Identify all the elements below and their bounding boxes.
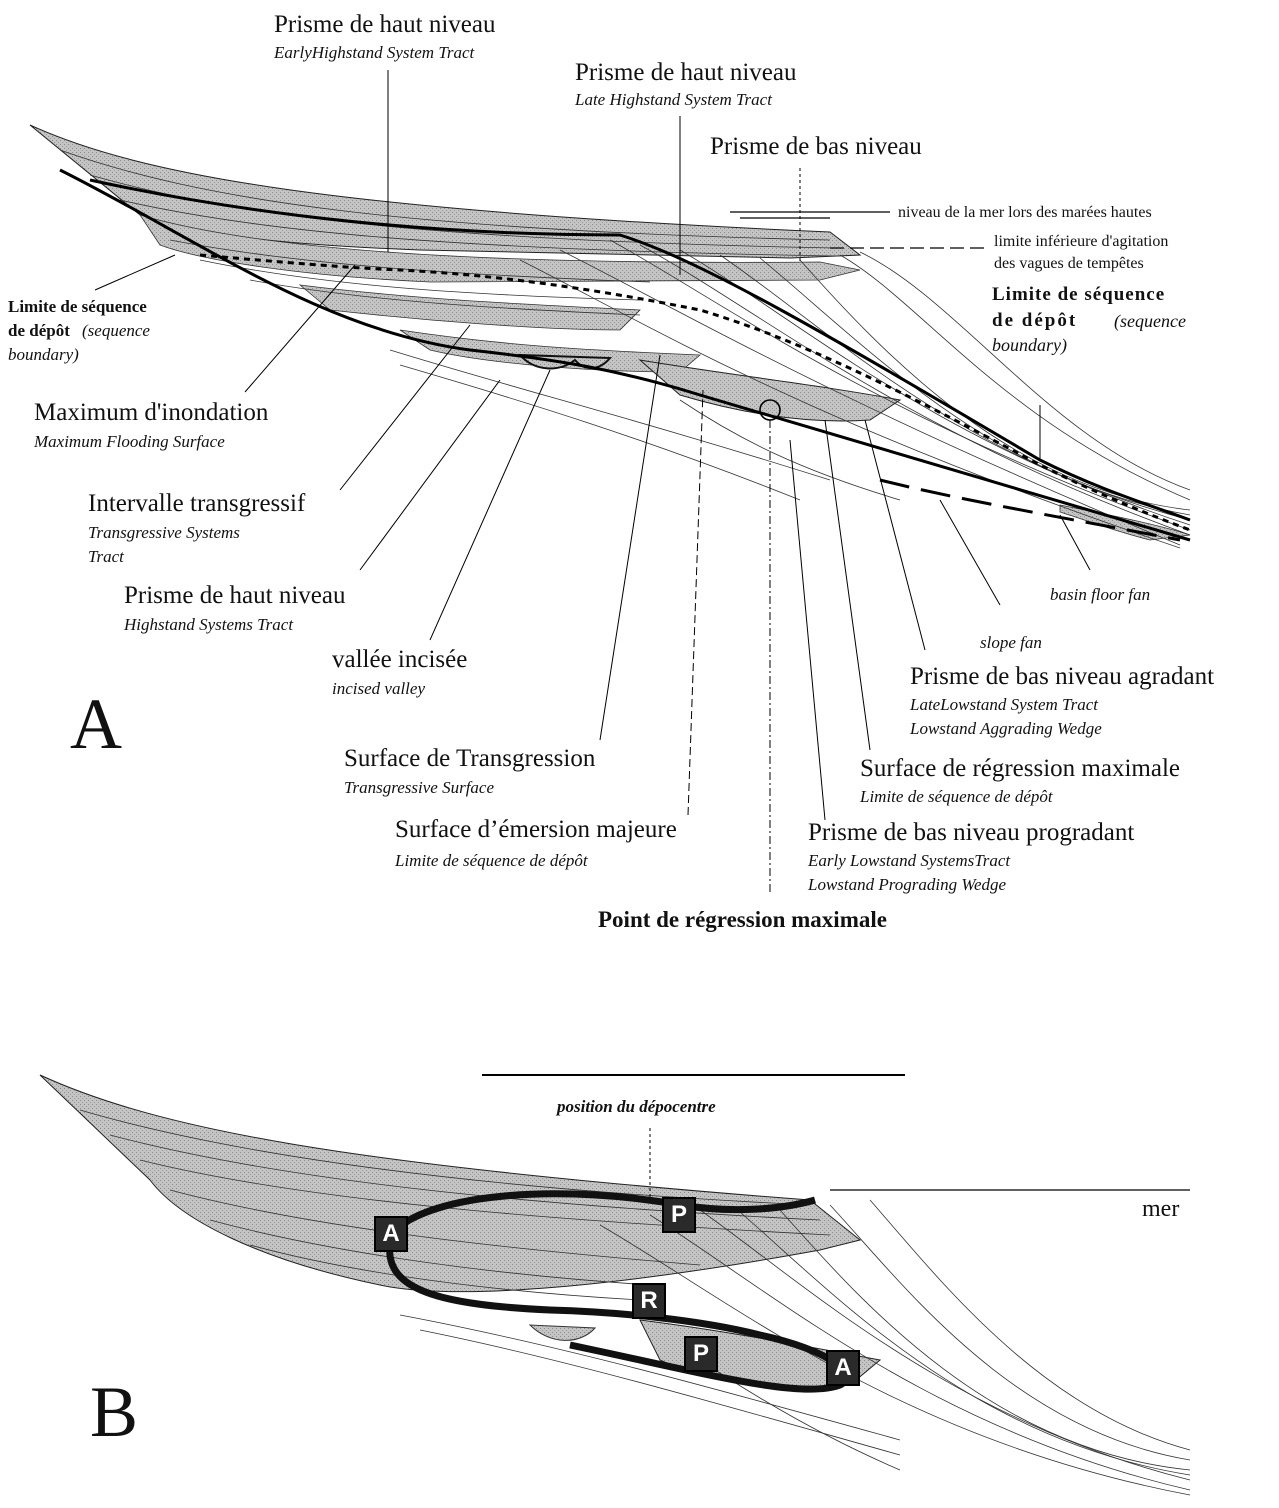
lowstand-wedge-fill <box>640 360 900 421</box>
emersion-surface-subtitle: Limite de séquence de dépôt <box>395 852 588 869</box>
transgressive-tract-subtitle2: Tract <box>88 548 124 565</box>
sea-label: mer <box>1142 1197 1179 1221</box>
transgressive-surface-title: Surface de Transgression <box>344 746 595 771</box>
marker-r: R <box>632 1283 666 1319</box>
seq-boundary-left-bold1: Limite de séquence <box>8 298 147 315</box>
max-regression-surface-title: Surface de régression maximale <box>860 756 1180 781</box>
transgressive-tract-title: Intervalle transgressif <box>88 491 305 516</box>
basin-floor-fan-label: basin floor fan <box>1050 586 1150 603</box>
transgressive-wedge-fill <box>300 285 640 330</box>
storm-wave-base-line2: des vagues de tempêtes <box>994 256 1144 272</box>
late-highstand-title: Prisme de haut niveau <box>575 60 796 85</box>
seq-boundary-right-italic1: (sequence <box>1114 312 1186 330</box>
storm-wave-base-line1: limite inférieure d'agitation <box>994 234 1168 250</box>
marker-a-left: A <box>374 1216 408 1252</box>
incised-valley-title: vallée incisée <box>332 647 467 672</box>
transgressive-surface-subtitle: Transgressive Surface <box>344 779 494 796</box>
seq-boundary-right-bold2: de dépôt <box>992 311 1077 330</box>
transgressive-tract-subtitle1: Transgressive Systems <box>88 524 240 541</box>
lowstand-aggrading-subtitle1: LateLowstand System Tract <box>910 696 1098 713</box>
max-flooding-title: Maximum d'inondation <box>34 400 268 425</box>
marker-p-lower: P <box>684 1336 718 1372</box>
marker-p-upper: P <box>662 1197 696 1233</box>
lowstand-top-title: Prisme de bas niveau <box>710 134 922 159</box>
max-flooding-subtitle: Maximum Flooding Surface <box>34 433 225 450</box>
panel-b-cross-section <box>40 1075 1190 1495</box>
panel-b-valley-fill <box>530 1325 595 1340</box>
highstand-title: Prisme de haut niveau <box>124 583 345 608</box>
seq-boundary-left-italic1: (sequence <box>82 322 150 339</box>
lowstand-prograding-title: Prisme de bas niveau progradant <box>808 820 1134 845</box>
emersion-surface-title: Surface d’émersion majeure <box>395 817 677 842</box>
incised-valley-subtitle: incised valley <box>332 680 425 697</box>
slope-fan-label: slope fan <box>980 634 1042 651</box>
early-highstand-title: Prisme de haut niveau <box>274 12 495 37</box>
lowstand-aggrading-subtitle2: Lowstand Aggrading Wedge <box>910 720 1102 737</box>
seq-boundary-left-bold2: de dépôt <box>8 322 70 339</box>
max-regression-point-label: Point de régression maximale <box>598 908 887 931</box>
marker-a-right: A <box>826 1350 860 1386</box>
lowstand-prograding-subtitle2: Lowstand Prograding Wedge <box>808 876 1006 893</box>
lowstand-aggrading-title: Prisme de bas niveau agradant <box>910 664 1214 689</box>
panel-b-shelf-fill <box>40 1075 860 1292</box>
seq-boundary-right-italic2: boundary) <box>992 336 1067 354</box>
depocentre-label: position du dépocentre <box>557 1098 716 1115</box>
highstand-subtitle: Highstand Systems Tract <box>124 616 293 633</box>
seq-boundary-right-bold1: Limite de séquence <box>992 285 1165 304</box>
seq-boundary-left-italic2: boundary) <box>8 346 79 363</box>
early-highstand-subtitle: EarlyHighstand System Tract <box>274 44 474 61</box>
lowstand-prograding-subtitle1: Early Lowstand SystemsTract <box>808 852 1010 869</box>
late-highstand-subtitle: Late Highstand System Tract <box>575 91 772 108</box>
panel-b-letter: B <box>90 1376 138 1448</box>
panel-a-letter: A <box>70 688 122 760</box>
max-regression-surface-subtitle: Limite de séquence de dépôt <box>860 788 1053 805</box>
sea-level-high-tide-label: niveau de la mer lors des marées hautes <box>898 205 1152 221</box>
